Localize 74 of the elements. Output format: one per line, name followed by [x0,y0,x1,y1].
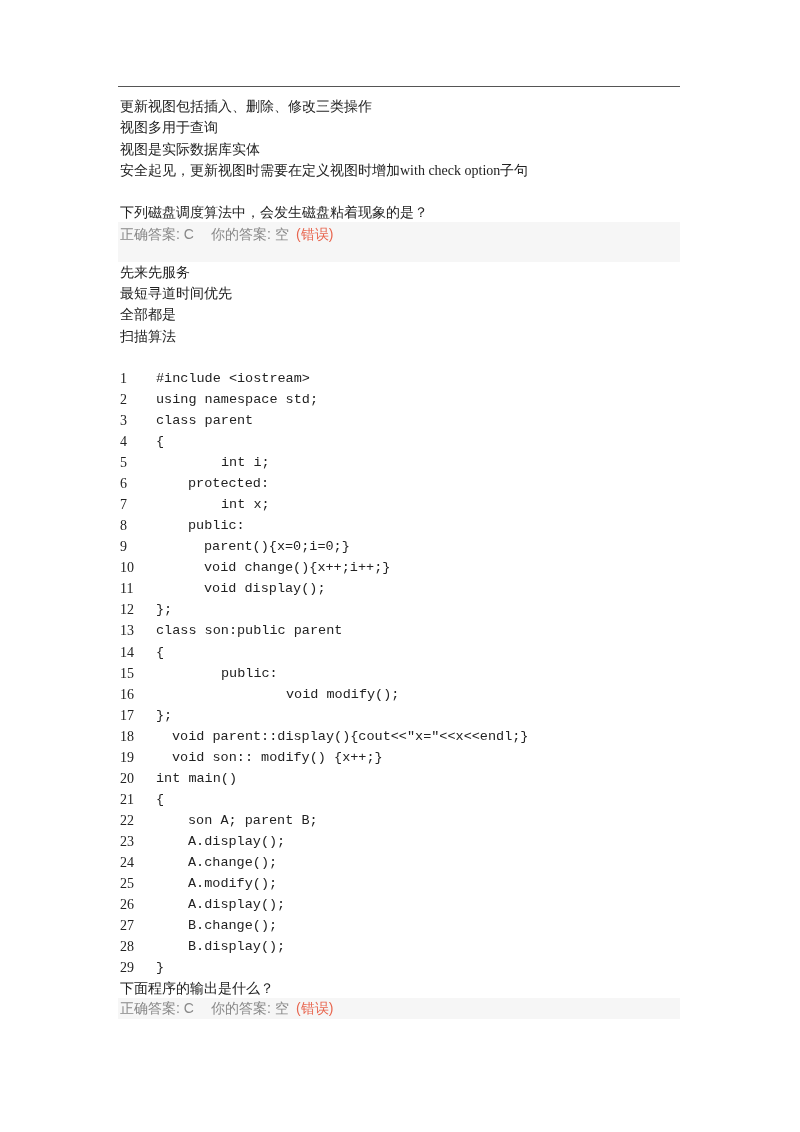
option-text: 安全起见，更新视图时需要在定义视图时增加with check option子句 [120,162,529,180]
code-line: void modify(); [286,685,400,704]
code-line: A.modify(); [188,874,278,893]
code-line: B.display(); [188,938,286,957]
line-number: 25 [120,874,134,893]
line-number: 16 [120,685,134,704]
code-line: }; [156,601,173,620]
your-answer: 你的答案: 空 [211,225,289,243]
code-line: void son:: modify() {x++;} [172,748,383,767]
line-number: 24 [120,853,134,872]
line-number: 17 [120,706,134,725]
line-number: 3 [120,412,127,431]
line-number: 8 [120,517,127,536]
wrong-mark: (错误) [296,999,334,1017]
line-number: 27 [120,917,134,936]
correct-answer: 正确答案: C [120,999,194,1017]
your-answer: 你的答案: 空 [211,999,289,1017]
code-line: B.change(); [188,917,278,936]
option-text: 视图多用于查询 [120,119,218,137]
line-number: 26 [120,896,134,914]
code-line: #include <iostream> [156,370,310,388]
line-number: 23 [120,832,134,851]
code-line: A.display(); [188,896,286,914]
line-number: 6 [120,475,127,494]
code-line: }; [156,706,173,725]
line-number: 29 [120,959,134,978]
line-number: 14 [120,643,134,662]
code-line: using namespace std; [156,391,319,410]
line-number: 7 [120,496,127,515]
line-number: 2 [120,391,127,410]
question-text: 下面程序的输出是什么？ [120,980,274,998]
code-line: { [156,790,165,809]
code-line: class parent [156,412,254,431]
option-text: 最短寻道时间优先 [120,285,232,303]
line-number: 4 [120,433,127,452]
code-line: public: [221,664,278,683]
code-line: void parent::display(){cout<<"x="<<x<<endl;} [172,727,529,746]
code-line: A.display(); [188,832,286,851]
option-text: 全部都是 [120,306,176,324]
code-line: son A; parent B; [188,811,318,830]
line-number: 18 [120,727,134,746]
line-number: 10 [120,559,134,578]
code-line: A.change(); [188,853,278,872]
question-text: 下列磁盘调度算法中，会发生磁盘粘着现象的是？ [120,204,428,222]
line-number: 13 [120,622,134,641]
line-number: 28 [120,938,134,957]
code-line: int main() [156,769,237,788]
code-line: class son:public parent [156,622,343,641]
line-number: 12 [120,601,134,620]
line-number: 1 [120,370,127,388]
line-number: 5 [120,454,127,473]
code-line: void display(); [204,580,326,599]
code-line: { [156,433,165,452]
line-number: 11 [120,580,134,599]
line-number: 22 [120,811,134,830]
code-line: protected: [188,475,269,494]
code-line: void change(){x++;i++;} [204,559,391,578]
correct-answer: 正确答案: C [120,225,194,243]
code-line: public: [188,517,245,536]
wrong-mark: (错误) [296,225,334,243]
code-line: parent(){x=0;i=0;} [204,538,350,557]
code-line: } [156,959,165,978]
line-number: 20 [120,769,134,788]
code-line: int x; [221,496,270,515]
option-text: 更新视图包括插入、删除、修改三类操作 [120,98,372,116]
line-number: 9 [120,538,127,557]
code-line: int i; [221,454,270,473]
line-number: 15 [120,664,134,683]
option-text: 扫描算法 [120,328,176,346]
option-text: 视图是实际数据库实体 [120,141,260,159]
code-line: { [156,643,165,662]
option-text: 先来先服务 [120,264,190,282]
line-number: 21 [120,790,134,809]
line-number: 19 [120,748,134,767]
